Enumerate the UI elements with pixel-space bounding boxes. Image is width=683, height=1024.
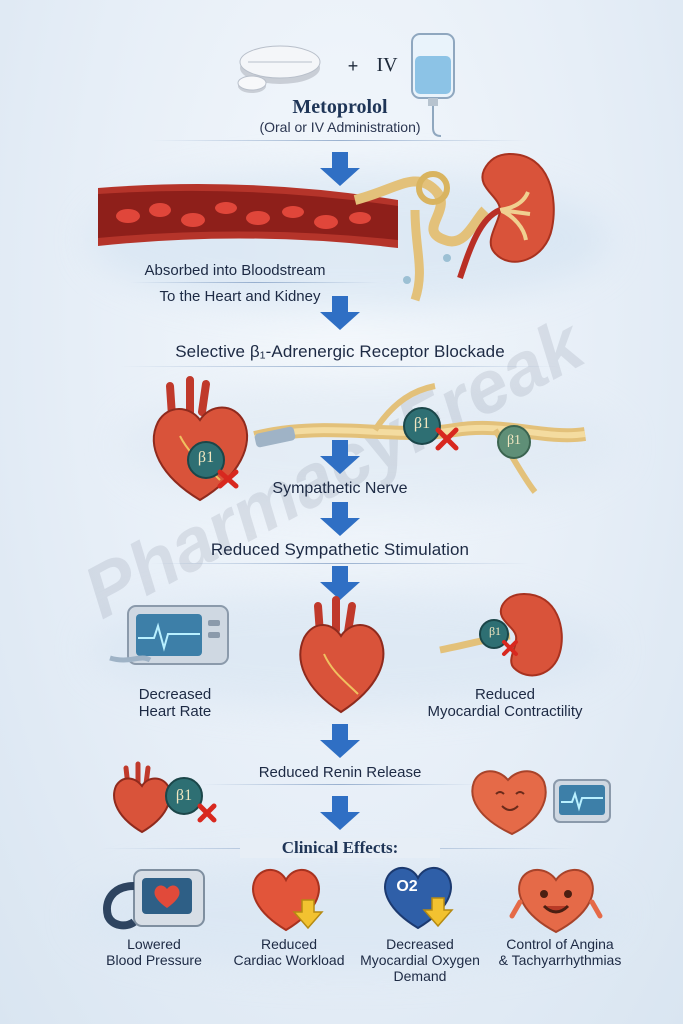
decreased-hr-label: Decreased Heart Rate [138, 686, 212, 721]
receptor-label: β1 [413, 415, 431, 432]
pill-icon [237, 45, 321, 93]
absorbed-label: Absorbed into Bloodstream [144, 262, 326, 279]
iv-label: IV [376, 54, 398, 76]
reduced-contractility-label: Reduced Myocardial Contractility [427, 686, 583, 721]
kidney-icon [457, 152, 555, 279]
receptor-label: β1 [488, 624, 502, 638]
receptor-icon [497, 425, 531, 459]
receptor-label: β1 [506, 433, 522, 448]
bp-monitor-icon [103, 869, 205, 930]
happy-heart-icon [509, 869, 603, 934]
ecg-monitor-icon [109, 605, 229, 665]
down-arrow-icon [320, 724, 360, 758]
effect-label-oxygen: Decreased Myocardial Oxygen Demand [360, 936, 480, 985]
receptor-block-icon [187, 441, 239, 489]
plus-sign: + [347, 56, 359, 76]
to-heart-kidney-label: To the Heart and Kidney [159, 288, 321, 305]
receptor-block-icon [403, 407, 459, 451]
down-arrow-icon [320, 566, 360, 600]
kidney-receptor-icon [439, 592, 563, 677]
happy-heart-monitor-icon [471, 770, 611, 836]
receptor-label: β1 [197, 449, 215, 466]
effect-label-angina: Control of Angina & Tachyarrhythmias [498, 936, 622, 969]
o2-heart-icon [384, 867, 454, 930]
down-arrow-icon [320, 440, 360, 474]
receptor-label: β1 [175, 787, 193, 804]
down-arrow-icon [320, 796, 360, 830]
divider [200, 784, 480, 785]
divider [150, 563, 530, 564]
o2-label: O2 [396, 878, 418, 895]
receptor-block-icon [165, 777, 217, 823]
divider [120, 366, 560, 367]
nerve-bundle-illustration [353, 171, 489, 302]
drug-name: Metoprolol [292, 96, 388, 118]
down-arrow-icon [320, 152, 360, 186]
divider [130, 282, 380, 283]
route-label: (Oral or IV Administration) [259, 119, 421, 135]
down-arrow-icon [320, 296, 360, 330]
sympathetic-nerve-label: Sympathetic Nerve [272, 480, 408, 497]
reduced-stimulation-label: Reduced Sympathetic Stimulation [210, 540, 470, 559]
renin-label: Reduced Renin Release [258, 764, 422, 781]
heart-down-icon [252, 869, 324, 932]
effect-label-bp: Lowered Blood Pressure [106, 936, 202, 969]
iv-bag-icon [411, 33, 455, 137]
down-arrow-icon [320, 502, 360, 536]
clinical-effects-title: Clinical Effects: [240, 838, 440, 858]
heart-icon [299, 596, 385, 714]
nerve-fiber-illustration [253, 383, 587, 494]
effect-label-workload: Reduced Cardiac Workload [233, 936, 345, 969]
divider [150, 140, 530, 141]
blood-vessel-illustration [98, 184, 398, 248]
blockade-label: Selective β₁-Adrenergic Receptor Blockad… [175, 342, 505, 361]
